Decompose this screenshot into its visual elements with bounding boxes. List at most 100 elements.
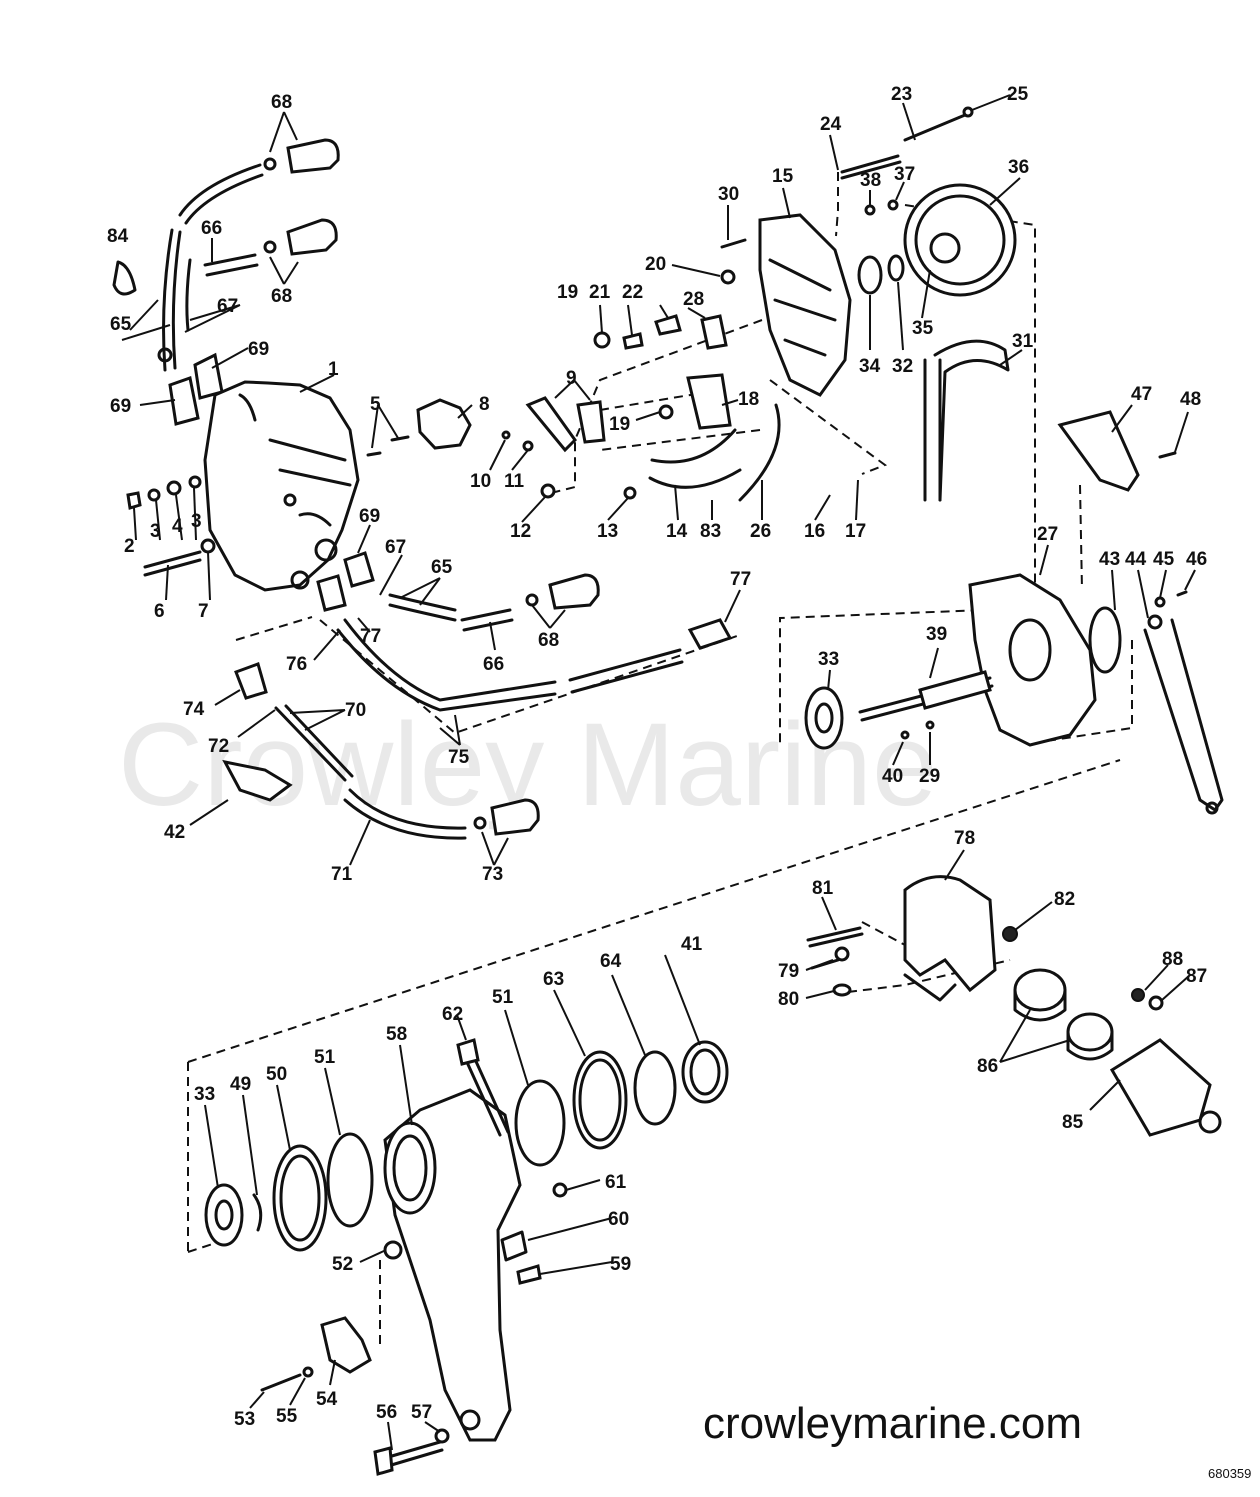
callout-7: 7 [198, 601, 209, 622]
part-8 [416, 398, 472, 450]
washer-50 [272, 1144, 328, 1252]
callout-52: 52 [332, 1254, 353, 1275]
callout-69c: 69 [359, 506, 380, 527]
callout-1: 1 [328, 359, 339, 380]
callout-43: 43 [1099, 549, 1120, 570]
callout-69b: 69 [110, 396, 131, 417]
callout-68c: 68 [538, 630, 559, 651]
plate-27 [968, 573, 1097, 747]
callout-15: 15 [772, 166, 794, 187]
callout-65a: 65 [110, 314, 132, 335]
callout-76: 76 [286, 654, 307, 675]
callout-72: 72 [208, 736, 229, 757]
callout-77a: 77 [730, 569, 751, 590]
callout-13: 13 [597, 521, 618, 542]
gear-36 [903, 183, 1017, 297]
callout-51b: 51 [492, 987, 514, 1008]
callout-14: 14 [666, 521, 688, 542]
callout-68b: 68 [271, 286, 292, 307]
callout-10: 10 [470, 471, 491, 492]
callout-63: 63 [543, 969, 564, 990]
callout-labels: 68 68 66 84 65 67 69 69 1 5 8 9 19 18 19… [107, 84, 1207, 1430]
callout-3a: 3 [150, 521, 161, 542]
callout-60: 60 [608, 1209, 629, 1230]
callout-64: 64 [600, 951, 622, 972]
callout-83: 83 [700, 521, 721, 542]
callout-56: 56 [376, 1402, 397, 1423]
callout-4: 4 [172, 516, 183, 537]
bearing-33-top [804, 686, 844, 750]
callout-59: 59 [610, 1254, 631, 1275]
callout-67a: 67 [217, 296, 238, 317]
callout-49: 49 [230, 1074, 251, 1095]
callout-18: 18 [738, 389, 759, 410]
callout-74: 74 [183, 699, 205, 720]
clip-54 [320, 1316, 372, 1374]
callout-29: 29 [919, 766, 940, 787]
callout-71: 71 [331, 864, 353, 885]
callout-54: 54 [316, 1389, 338, 1410]
sector-47 [1057, 410, 1140, 492]
callout-48: 48 [1180, 389, 1201, 410]
callout-21: 21 [589, 282, 611, 303]
callout-36: 36 [1008, 157, 1029, 178]
hose-66 [178, 163, 262, 217]
callout-19b: 19 [557, 282, 578, 303]
callout-40: 40 [882, 766, 903, 787]
callout-31: 31 [1012, 331, 1034, 352]
callout-16: 16 [804, 521, 825, 542]
plate-15 [758, 213, 852, 397]
callout-67b: 67 [385, 537, 406, 558]
clip-84 [112, 260, 137, 296]
callout-26: 26 [750, 521, 771, 542]
callout-51a: 51 [314, 1047, 336, 1068]
callout-33b: 33 [194, 1084, 215, 1105]
callout-79: 79 [778, 961, 799, 982]
callout-77b: 77 [360, 626, 381, 647]
callout-86: 86 [977, 1056, 998, 1077]
callout-44: 44 [1125, 549, 1147, 570]
callout-41: 41 [681, 934, 703, 955]
callout-69a: 69 [248, 339, 269, 360]
callout-6: 6 [154, 601, 165, 622]
elbow-68-mid [286, 218, 338, 256]
callout-38: 38 [860, 170, 881, 191]
callout-37: 37 [894, 164, 915, 185]
callout-32: 32 [892, 356, 913, 377]
callout-27: 27 [1037, 524, 1058, 545]
callout-87: 87 [1186, 966, 1207, 987]
housing-1 [203, 380, 360, 592]
callout-8: 8 [479, 394, 490, 415]
callout-85: 85 [1062, 1112, 1084, 1133]
callout-88: 88 [1162, 949, 1183, 970]
clip-42 [222, 759, 293, 802]
callout-34: 34 [859, 356, 881, 377]
callout-45: 45 [1153, 549, 1175, 570]
figure-id: 680359 [1208, 1466, 1251, 1481]
callout-22: 22 [622, 282, 643, 303]
callout-81: 81 [812, 878, 834, 899]
callout-61: 61 [605, 1172, 627, 1193]
callout-19a: 19 [609, 414, 630, 435]
callout-66b: 66 [483, 654, 504, 675]
callout-20: 20 [645, 254, 666, 275]
callout-47: 47 [1131, 384, 1152, 405]
washer-63 [572, 1050, 628, 1150]
callout-5: 5 [370, 394, 381, 415]
callout-55: 55 [276, 1406, 298, 1427]
elbow-68-top [286, 138, 340, 174]
belt-31 [933, 339, 1010, 502]
callout-84: 84 [107, 226, 129, 247]
callout-62: 62 [442, 1004, 463, 1025]
callout-42: 42 [164, 822, 185, 843]
fitting-69-a [193, 352, 224, 400]
cylinder-85 [1109, 1038, 1212, 1137]
callout-80: 80 [778, 989, 799, 1010]
callout-57: 57 [411, 1402, 432, 1423]
bracket-78 [903, 875, 997, 993]
callout-2: 2 [124, 536, 135, 557]
callout-33a: 33 [818, 649, 839, 670]
callout-53: 53 [234, 1409, 255, 1430]
callout-73: 73 [482, 864, 503, 885]
